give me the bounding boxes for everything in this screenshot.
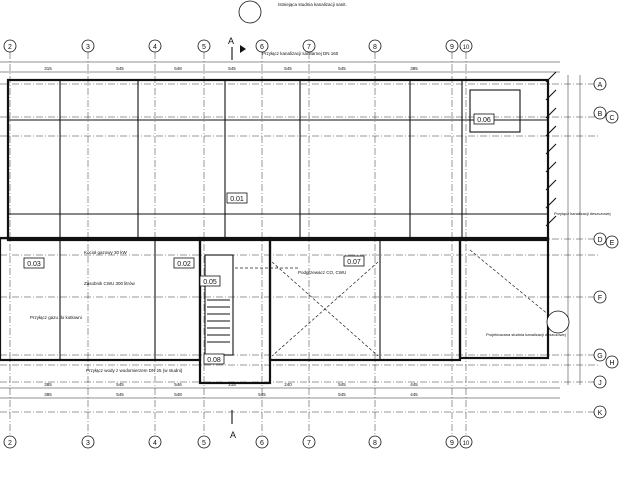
note-gas-boiler: Kocioł gazowy 30 kW	[84, 250, 128, 255]
column-label: 2	[8, 440, 12, 447]
note-water-connection: Przyłącz wody z wodomierzem DN 25 (w stu…	[86, 368, 183, 373]
column-label: 4	[153, 44, 157, 51]
column-label: 5	[202, 440, 206, 447]
dim-top: 548	[174, 66, 182, 71]
column-label: 8	[373, 44, 377, 51]
note-water-heater: Podgrzewacz CO, CWU	[298, 270, 346, 275]
row-label: E	[610, 240, 615, 247]
dim-bottom: 546	[174, 382, 182, 387]
column-label: 6	[260, 440, 264, 447]
section-label-bottom: A	[230, 430, 236, 440]
dim-top: 385	[410, 66, 418, 71]
row-label: F	[598, 295, 602, 302]
dim-bottom-lower: 545	[338, 392, 346, 397]
dim-bottom-lower: 545	[258, 392, 266, 397]
room-tag-0-08: 0.08	[207, 357, 221, 364]
dimension-values: 315 545 548 545 545 545 385 385 545 546 …	[44, 66, 418, 397]
row-label: A	[598, 82, 603, 89]
dim-bottom-lower: 385	[44, 392, 52, 397]
dim-bottom: 445	[410, 382, 418, 387]
section-mark-top: A	[228, 36, 246, 60]
row-label: B	[598, 111, 603, 118]
column-label: 8	[373, 440, 377, 447]
column-label: 10	[463, 45, 470, 51]
room-tag-0-01: 0.01	[230, 196, 244, 203]
note-heat-exchanger: Zasobnik CWU 300 litrów	[84, 281, 136, 286]
dim-bottom-lower: 548	[174, 392, 182, 397]
dim-top: 545	[228, 66, 236, 71]
section-mark-bottom: A	[230, 410, 236, 440]
column-label: 4	[153, 440, 157, 447]
dim-top: 545	[338, 66, 346, 71]
existing-sewer-well-icon	[238, 0, 262, 24]
room-tags: 0.01 0.02 0.03 0.05 0.06 0.07 0.08	[23, 113, 495, 365]
column-axis-labels-bottom: 2 3 4 5 6 7 8 9 10	[3, 435, 473, 449]
column-axis-labels-top: 2 3 4 5 6 7 8 9 10	[3, 39, 473, 53]
row-label: G	[597, 353, 602, 360]
note-rain-well: Projektowana studnia kanalizacji deszczo…	[486, 332, 566, 337]
room-tag-0-02: 0.02	[177, 261, 191, 268]
note-gas-connection: Przyłącz gazu do kotłowni	[30, 315, 82, 320]
annotations: Istniejąca studnia kanalizacji sanit. Pr…	[30, 2, 611, 373]
note-sanitary-connection: Przyłącz kanalizacji sanitarnej DN 160	[262, 51, 339, 56]
column-label: 9	[450, 440, 454, 447]
row-axis-labels: A B C D E F G H J K	[593, 77, 619, 419]
opening-diagonals	[235, 249, 556, 357]
dim-top: 545	[284, 66, 292, 71]
dimension-lines	[0, 61, 581, 399]
dim-bottom: 545	[116, 382, 124, 387]
column-label: 6	[260, 44, 264, 51]
room-tag-0-07: 0.07	[347, 259, 361, 266]
dim-bottom: 240	[284, 382, 292, 387]
dim-bottom: 215	[228, 382, 236, 387]
room-tag-0-06: 0.06	[477, 117, 491, 124]
row-label: C	[609, 115, 614, 122]
column-label: 3	[86, 44, 90, 51]
column-label: 7	[307, 440, 311, 447]
row-label: D	[597, 237, 602, 244]
section-label-top: A	[228, 36, 234, 46]
wall-hatch	[545, 71, 557, 227]
room-tag-0-03: 0.03	[27, 261, 41, 268]
column-label: 3	[86, 440, 90, 447]
room-tag-0-05: 0.05	[203, 279, 217, 286]
row-label: J	[598, 380, 602, 387]
dim-bottom: 385	[44, 382, 52, 387]
dim-bottom: 545	[338, 382, 346, 387]
column-label: 9	[450, 44, 454, 51]
column-label: 2	[8, 44, 12, 51]
note-existing-sewer-well: Istniejąca studnia kanalizacji sanit.	[278, 2, 347, 7]
column-label: 5	[202, 44, 206, 51]
staircase	[207, 299, 230, 343]
note-rain-connection: Przyłącz kanalizacji deszczowej	[554, 211, 611, 216]
rain-well-icon	[546, 310, 570, 334]
column-label: 10	[463, 441, 470, 447]
dim-bottom-lower: 445	[410, 392, 418, 397]
dim-top: 315	[44, 66, 52, 71]
dim-bottom-lower: 545	[116, 392, 124, 397]
row-label: K	[598, 410, 603, 417]
column-label: 7	[307, 44, 311, 51]
dim-top: 545	[116, 66, 124, 71]
row-label: H	[609, 360, 614, 367]
walls	[0, 78, 550, 385]
